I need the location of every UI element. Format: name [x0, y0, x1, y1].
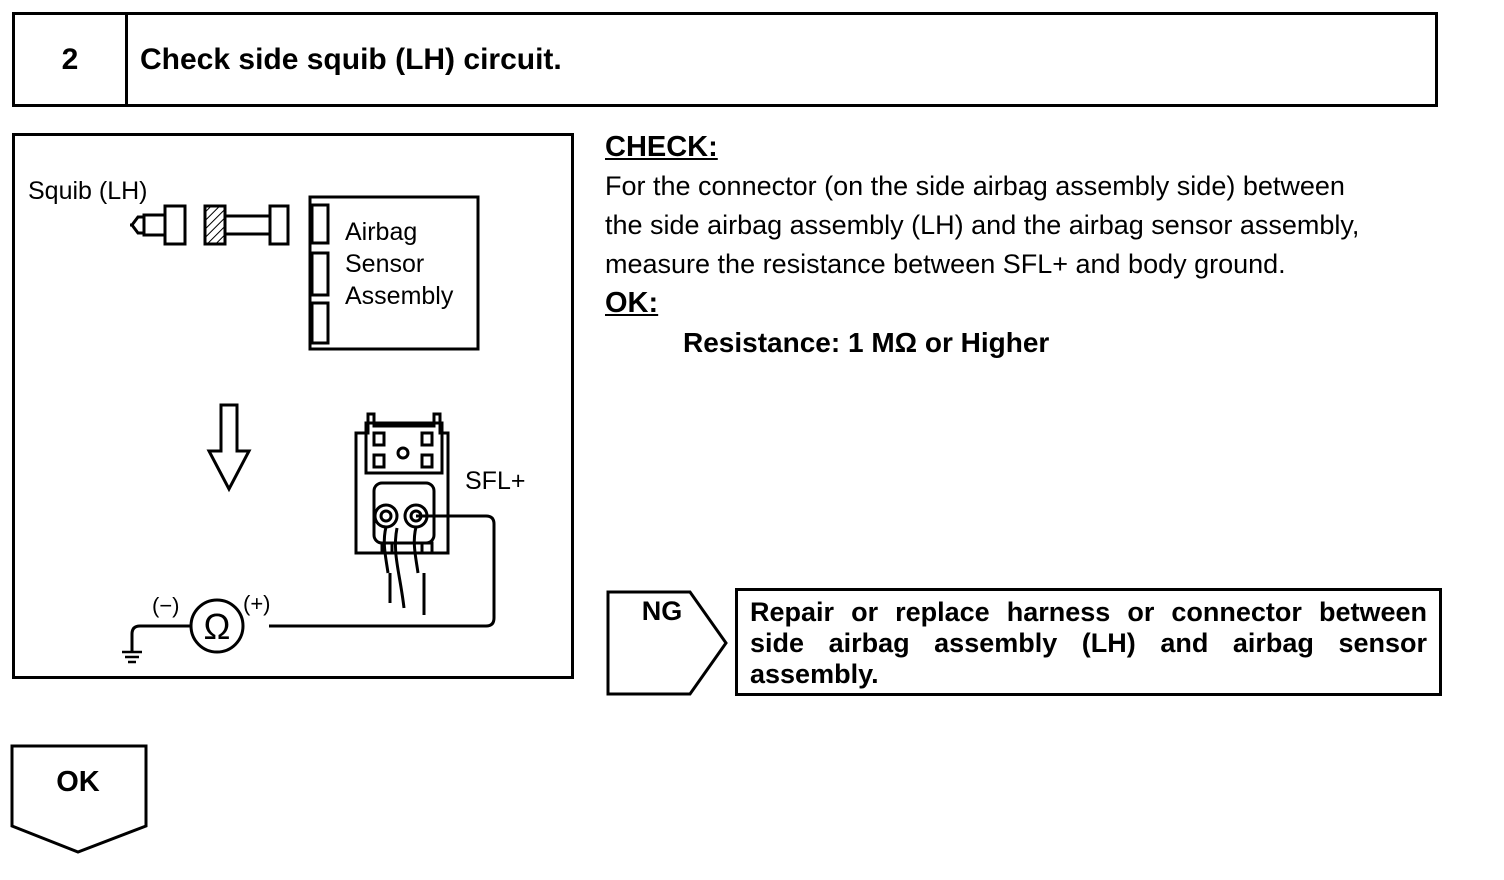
squib-label: Squib (LH) [28, 177, 148, 205]
resistance-spec: Resistance: 1 MΩ or Higher [683, 327, 1050, 358]
ng-label: NG [641, 596, 683, 626]
step-header: 2 Check side squib (LH) circuit. [12, 12, 1438, 107]
check-text-line3: measure the resistance between SFL+ and … [605, 249, 1286, 279]
ng-action-box: Repair or replace harness or connector b… [735, 588, 1442, 696]
ok-arrow-icon [10, 744, 148, 854]
check-heading: CHECK: [605, 131, 718, 163]
meter-negative-label: (−) [152, 593, 180, 618]
terminal-label: SFL+ [465, 467, 525, 495]
harness-connector [203, 204, 290, 246]
ohm-symbol: Ω [204, 606, 231, 647]
ohmmeter-icon: Ω [189, 598, 245, 654]
check-text-line1: For the connector (on the side airbag as… [605, 171, 1345, 201]
down-arrow-icon [206, 403, 252, 493]
ng-action-text: Repair or replace harness or connector b… [750, 597, 1427, 689]
ok-label: OK [56, 766, 100, 798]
airbag-sensor-assembly [308, 195, 480, 351]
check-section: CHECK: For the connector (on the side ai… [605, 128, 1445, 362]
sensor-label-line3: Assembly [345, 282, 454, 310]
probe-lead-negative [130, 624, 191, 651]
meter-positive-label: (+) [243, 591, 271, 616]
circuit-diagram: Squib (LH) Airbag Sensor Assembly [12, 133, 574, 679]
sensor-label-line2: Sensor [345, 250, 424, 278]
probe-lead-positive [269, 514, 496, 628]
squib-connector [130, 204, 187, 246]
step-number: 2 [15, 15, 128, 104]
sensor-label-line1: Airbag [345, 218, 417, 246]
ok-heading: OK: [605, 287, 659, 319]
check-text-line2: the side airbag assembly (LH) and the ai… [605, 210, 1360, 240]
ng-arrow-icon [606, 590, 728, 696]
step-title: Check side squib (LH) circuit. [140, 42, 562, 76]
ground-icon [122, 650, 142, 664]
